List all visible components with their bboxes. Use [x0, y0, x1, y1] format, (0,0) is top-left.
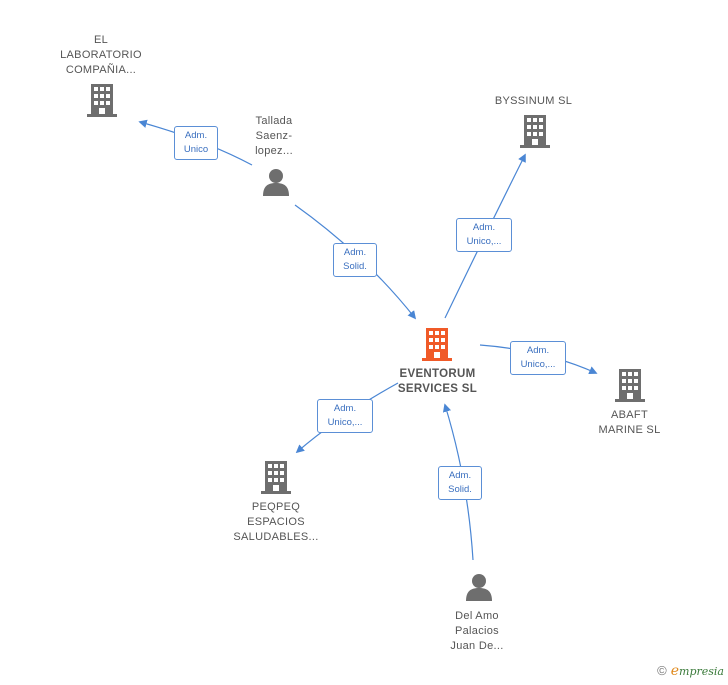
node-label-el-laboratorio[interactable]: EL LABORATORIO COMPAÑIA...	[60, 34, 142, 76]
edge-label-del-amo-to-eventorum[interactable]: Adm. Solid.	[438, 466, 482, 500]
edge-label-tallada-to-laboratorio[interactable]: Adm. Unico	[174, 126, 218, 160]
person-icon-del-amo[interactable]	[466, 574, 492, 601]
node-label-del-amo[interactable]: Del Amo Palacios Juan De...	[450, 610, 504, 652]
edge-label-eventorum-to-pepeq[interactable]: Adm. Unico,...	[317, 399, 373, 433]
edge-label-tallada-to-eventorum[interactable]: Adm. Solid.	[333, 243, 377, 277]
brand-name: mpresia	[679, 665, 724, 678]
person-icon-tallada[interactable]	[263, 169, 289, 196]
building-icon-abaft[interactable]	[615, 369, 645, 402]
node-label-tallada[interactable]: Tallada Saenz- lopez...	[255, 115, 293, 157]
building-icon-byssinum[interactable]	[520, 115, 550, 148]
brand-initial: e	[670, 663, 680, 679]
node-label-eventorum[interactable]: EVENTORUM SERVICES SL	[397, 368, 478, 395]
footer-brand: ©empresia	[657, 663, 724, 679]
node-label-byssinum[interactable]: BYSSINUM SL	[494, 95, 573, 107]
building-icon-pepeq[interactable]	[261, 461, 291, 494]
node-label-pepeq[interactable]: PEQPEQ ESPACIOS SALUDABLES...	[233, 501, 319, 543]
building-icon-eventorum[interactable]	[422, 328, 452, 361]
copyright-icon: ©	[657, 663, 667, 678]
edge-label-eventorum-to-byssinum[interactable]: Adm. Unico,...	[456, 218, 512, 252]
node-label-abaft[interactable]: ABAFT MARINE SL	[598, 409, 661, 436]
building-icon-el-laboratorio[interactable]	[87, 84, 117, 117]
edge-label-eventorum-to-abaft[interactable]: Adm. Unico,...	[510, 341, 566, 375]
